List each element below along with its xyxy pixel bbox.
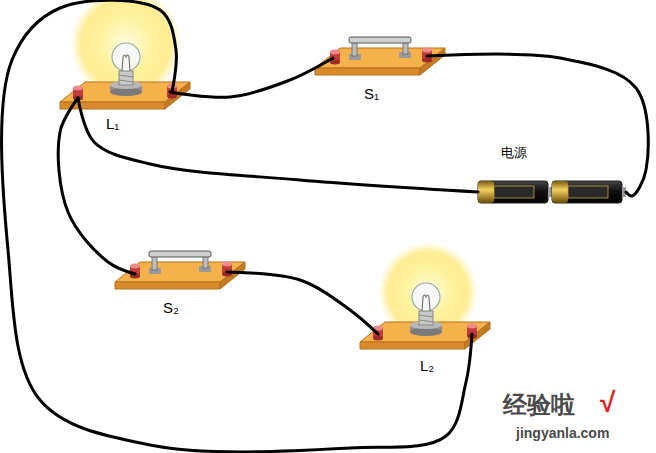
wire bbox=[58, 98, 135, 274]
watermark: 经验啦 bbox=[503, 392, 575, 418]
part-name: 电源 bbox=[501, 146, 527, 160]
part-name: S₁ bbox=[364, 86, 379, 103]
part-name: L₂ bbox=[420, 358, 434, 375]
wire bbox=[427, 54, 648, 196]
switch bbox=[115, 251, 245, 289]
watermark: jingyanla.com bbox=[516, 426, 609, 441]
wire bbox=[170, 58, 333, 97]
light-bulb bbox=[110, 43, 142, 96]
part-name: L₁ bbox=[106, 116, 119, 133]
watermark: √ bbox=[600, 388, 615, 419]
wire bbox=[227, 272, 378, 334]
part-name: S₂ bbox=[163, 300, 179, 317]
light-bulb bbox=[410, 283, 442, 336]
wire bbox=[2, 0, 472, 452]
battery bbox=[478, 181, 626, 203]
wire bbox=[78, 98, 478, 192]
